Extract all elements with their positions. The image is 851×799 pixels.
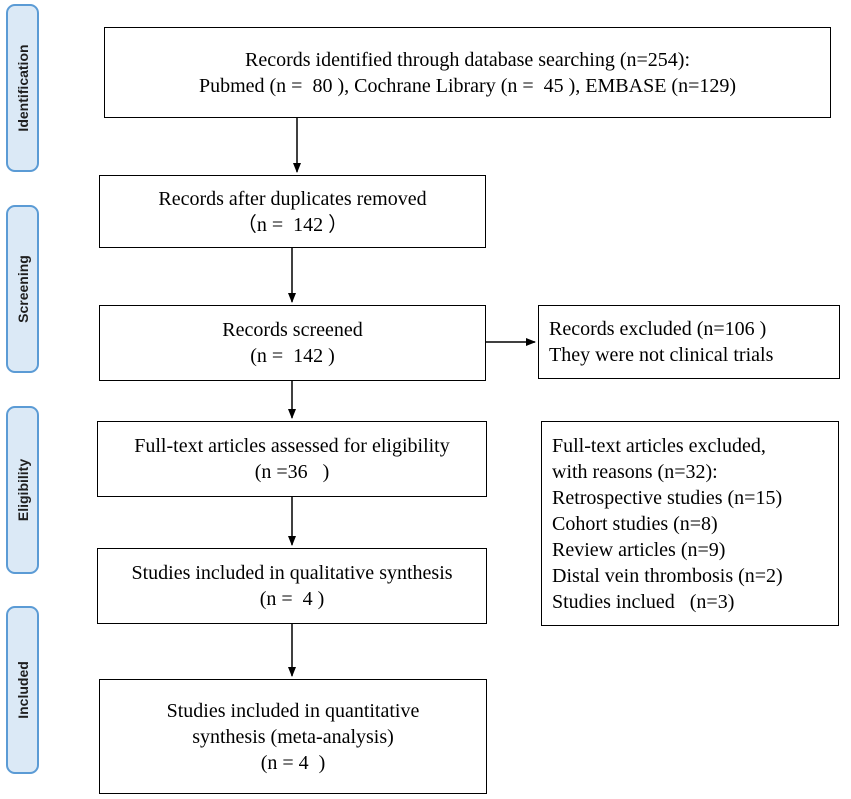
quantitative-synthesis-text: Studies included in quantitative [166,699,420,722]
box-fulltext-excluded: Full-text articles excluded, with reason… [541,421,839,626]
phase-identification: Identification [6,4,39,172]
excluded-reason-cohort: Cohort studies (n=8) [552,512,718,535]
box-records-screened: Records screened (n = 142 ) [99,305,486,381]
records-screened-text: Records screened [222,319,363,341]
box-records-excluded: Records excluded (n=106 ) They were not … [538,305,840,379]
box-duplicates-removed: Records after duplicates removed （n = 14… [99,175,486,248]
fulltext-excluded-total: with reasons (n=32): [552,460,718,483]
qualitative-synthesis-count: (n = 4 ) [259,588,325,610]
quantitative-synthesis-subtext: synthesis (meta-analysis) [192,725,394,748]
quantitative-synthesis-count: (n = 4 ) [260,751,326,774]
records-screened-count: (n = 142 ) [250,345,335,367]
box-quantitative-synthesis: Studies included in quantitative synthes… [99,679,487,794]
excluded-reason-review: Review articles (n=9) [552,538,726,561]
excluded-reason-distal-vein: Distal vein thrombosis (n=2) [552,564,783,587]
records-excluded-reason: They were not clinical trials [549,344,774,366]
duplicates-removed-text: Records after duplicates removed [158,187,427,210]
box-fulltext-assessed: Full-text articles assessed for eligibil… [97,421,487,497]
excluded-reason-retrospective: Retrospective studies (n=15) [552,486,783,509]
phase-included: Included [6,606,39,774]
box-records-identified: Records identified through database sear… [104,27,831,118]
phase-eligibility: Eligibility [6,406,39,574]
fulltext-assessed-count: (n =36 ) [254,461,330,483]
qualitative-synthesis-text: Studies included in qualitative synthesi… [131,562,453,584]
records-identified-sources: Pubmed (n = 80 ), Cochrane Library (n = … [198,74,737,97]
records-identified-text: Records identified through database sear… [244,48,691,71]
box-qualitative-synthesis: Studies included in qualitative synthesi… [97,548,487,624]
duplicates-removed-count: （n = 142 ） [236,213,349,236]
excluded-reason-studies-included: Studies inclued (n=3) [552,590,735,613]
records-excluded-count: Records excluded (n=106 ) [549,318,767,340]
phase-screening: Screening [6,205,39,373]
fulltext-excluded-heading: Full-text articles excluded, [552,434,766,457]
fulltext-assessed-text: Full-text articles assessed for eligibil… [134,435,450,457]
